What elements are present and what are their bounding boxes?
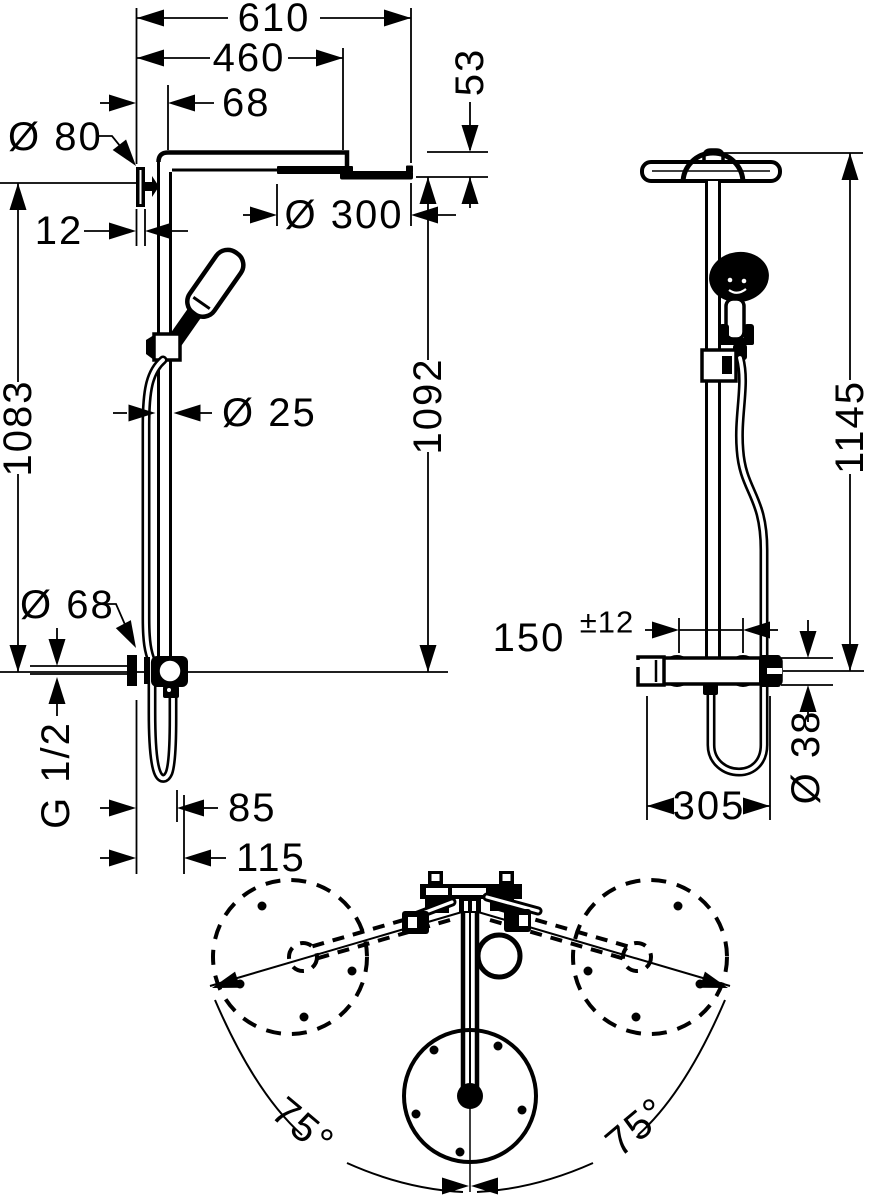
front-view-dimensions: 150 ±12 1145 Ø 38	[493, 152, 872, 828]
dim-head-diameter-label: Ø 300	[285, 193, 404, 237]
dim-connection-tolerance-label: ±12	[580, 605, 635, 640]
dim-pipe-diameter-label: Ø 25	[222, 391, 317, 435]
side-view-dimensions: 610 460 68 53 Ø 80	[0, 0, 492, 880]
side-view: 610 460 68 53 Ø 80	[0, 0, 492, 880]
side-view-product-outline	[0, 150, 448, 783]
hand-shower-front	[709, 251, 769, 303]
dim-total-width-label: 610	[238, 0, 311, 40]
dim-valve-width-label: 305	[673, 784, 746, 828]
dim-wall-offset-label: 68	[222, 81, 271, 125]
dim-head-underside-height-label: 1092	[406, 358, 450, 455]
hose-loop-top	[475, 932, 523, 980]
dim-valve-plate-diameter-label: Ø 68	[20, 583, 115, 627]
arm-elbow-arc	[680, 150, 746, 184]
dim-valve-body-diameter-label: Ø 38	[784, 710, 828, 805]
overhead-shower-plate	[277, 166, 353, 174]
dim-wall-plate-depth-label: 12	[35, 209, 84, 253]
arm-hub	[457, 1083, 483, 1109]
bracket-connector	[145, 176, 159, 197]
swivel-arc-left	[214, 999, 303, 1136]
dim-connection-thread-label: G 1/2	[34, 721, 78, 829]
swivel-position-left	[211, 878, 369, 1036]
hose-outlet	[703, 683, 718, 695]
dim-arm-length-label: 460	[213, 36, 286, 80]
swivel-arc-right	[637, 999, 726, 1136]
dim-total-height-label: 1145	[828, 380, 872, 474]
front-view-product-outline	[636, 148, 783, 777]
valve-escutcheon	[127, 655, 137, 686]
dim-bracket-height-label: 1083	[0, 380, 40, 477]
dim-wall-plate-diameter-label: Ø 80	[8, 115, 103, 159]
top-view: 75° 75°	[209, 871, 731, 1195]
dim-swivel-right-label: 75°	[597, 1089, 676, 1165]
front-view: 150 ±12 1145 Ø 38	[493, 148, 872, 828]
hand-shower-holder	[152, 332, 182, 362]
dim-valve-clearance-label: 115	[236, 836, 306, 880]
dim-connection-spacing-label: 150	[493, 616, 566, 660]
dim-hose-clearance-label: 85	[228, 786, 277, 830]
dim-swivel-left-label: 75°	[263, 1089, 342, 1165]
shower-arm	[156, 150, 350, 167]
dim-head-height-label: 53	[448, 48, 492, 97]
swivel-position-right	[571, 878, 729, 1036]
